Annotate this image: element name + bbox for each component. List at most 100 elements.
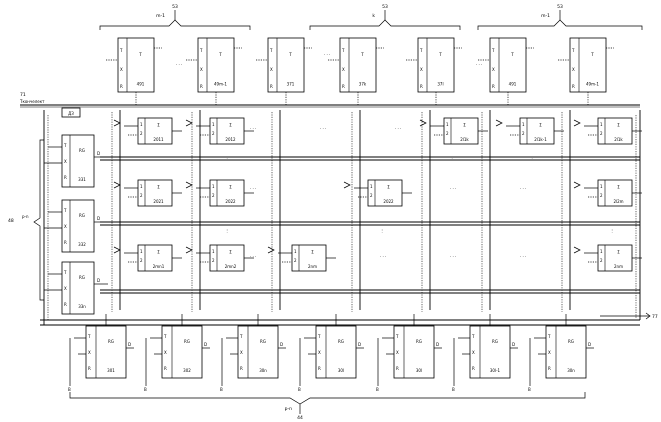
block-frame (469, 325, 511, 379)
pin-label: X (64, 224, 67, 229)
block-frame (443, 117, 479, 145)
block-id: 2022 (383, 199, 394, 204)
wire (69, 392, 586, 405)
pin-label: X (270, 67, 273, 72)
pin-label: T (471, 334, 475, 339)
bottom-group-label: p-n (285, 407, 292, 412)
block-frame (209, 179, 245, 207)
pin-label: X (64, 286, 67, 291)
wire (267, 246, 275, 254)
block-id: 2mn1 (153, 264, 165, 269)
ellipsis: · · · (450, 186, 456, 191)
pin-label: R (396, 366, 399, 371)
block-id: 2022 (225, 199, 236, 204)
block-frame (597, 179, 633, 207)
ellipsis: · · · (176, 62, 182, 67)
block-frame (117, 37, 155, 93)
ellipsis: · · · (520, 186, 526, 191)
block-id: 2nm (308, 264, 317, 269)
block-id: 2011 (153, 137, 164, 142)
summator-block: Σ 2l1k (443, 117, 479, 145)
wire (495, 119, 503, 127)
pin-label: X (492, 67, 495, 72)
block-id: 2012 (225, 137, 236, 142)
block-id: 37l (437, 82, 443, 87)
pin-label: X (164, 350, 167, 355)
block-frame (291, 244, 327, 272)
block-id: 301 (107, 368, 115, 373)
block-type: Σ (229, 123, 232, 128)
block-frame (209, 117, 245, 145)
pin-label: R (88, 366, 91, 371)
block-type: RG (79, 148, 85, 153)
block-type: Σ (617, 123, 620, 128)
block-id: 371 (287, 82, 295, 87)
pin-label: 2 (212, 131, 215, 136)
pin-label: 2 (600, 258, 603, 263)
block-type: Σ (157, 123, 160, 128)
block-type: T (590, 52, 594, 57)
block-id: 2l1k (460, 137, 469, 142)
group-ref: 53 (172, 4, 178, 10)
pin-label: X (64, 159, 67, 164)
pin-label: B (298, 387, 301, 392)
pin-label: 2 (446, 131, 449, 136)
bottom-group-ref: 44 (297, 415, 303, 421)
ellipsis: · · · (476, 62, 482, 67)
block-type: T (218, 52, 222, 57)
wire (113, 246, 121, 254)
pin-label: R (318, 366, 321, 371)
pin-label: X (88, 350, 91, 355)
pin-label: B (220, 387, 223, 392)
pin-label: R (572, 84, 575, 89)
wire (99, 19, 251, 30)
block-id: 2nm (614, 264, 623, 269)
pin-label: 1 (522, 122, 525, 127)
ellipsis-vertical: ⋮ (530, 156, 534, 161)
pin-label: 2 (522, 131, 525, 136)
wire (185, 181, 193, 189)
pin-label: R (548, 366, 551, 371)
block-frame (85, 325, 127, 379)
group-ref: 53 (557, 4, 563, 10)
wire (309, 19, 461, 30)
pin-label: B (68, 387, 71, 392)
pin-label: 2 (600, 131, 603, 136)
pin-label: 1 (212, 249, 215, 254)
block-id: 33n (78, 304, 86, 309)
pin-label: T (163, 334, 167, 339)
pin-label: T (491, 48, 495, 53)
pin-label: R (164, 366, 167, 371)
ellipsis: · · · (250, 254, 256, 259)
ellipsis: · · · (250, 126, 256, 131)
block-frame (597, 117, 633, 145)
wire (477, 19, 643, 30)
wire (645, 312, 651, 320)
block-frame (417, 37, 455, 93)
block-type: RG (492, 339, 498, 344)
block-type: Σ (463, 123, 466, 128)
block-id: 30l (338, 368, 344, 373)
block-frame (597, 244, 633, 272)
pin-label: R (472, 366, 475, 371)
pin-label: R (64, 240, 67, 245)
pin-label: X (342, 67, 345, 72)
block-frame (61, 199, 95, 253)
pin-label: T (87, 334, 91, 339)
block-id: 491 (137, 82, 145, 87)
pin-label: 2 (212, 193, 215, 198)
wire (113, 119, 121, 127)
block-frame (315, 325, 357, 379)
block-type: RG (260, 339, 266, 344)
ellipsis: · · · (380, 254, 386, 259)
ellipsis-vertical: ⋮ (610, 228, 614, 233)
